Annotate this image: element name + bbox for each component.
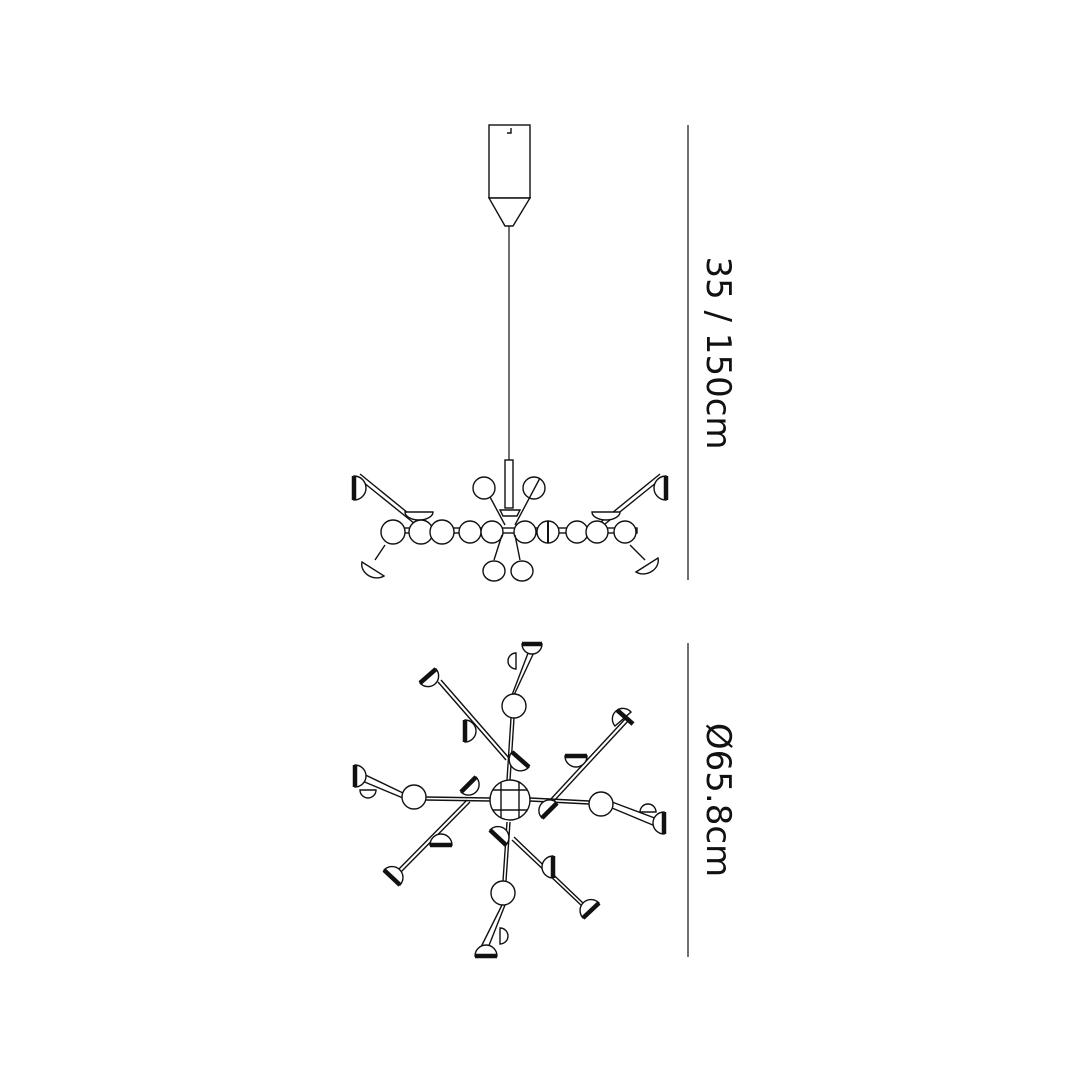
diameter-dimension-label: Ø65.8cm xyxy=(698,722,738,878)
top-view xyxy=(352,641,667,959)
center-stem xyxy=(504,459,514,509)
side-view xyxy=(351,124,669,582)
center-hub xyxy=(489,779,531,821)
height-dimension-label: 35 / 150cm xyxy=(698,256,738,450)
ceiling-canopy xyxy=(487,124,532,227)
side-lamps xyxy=(351,473,669,582)
